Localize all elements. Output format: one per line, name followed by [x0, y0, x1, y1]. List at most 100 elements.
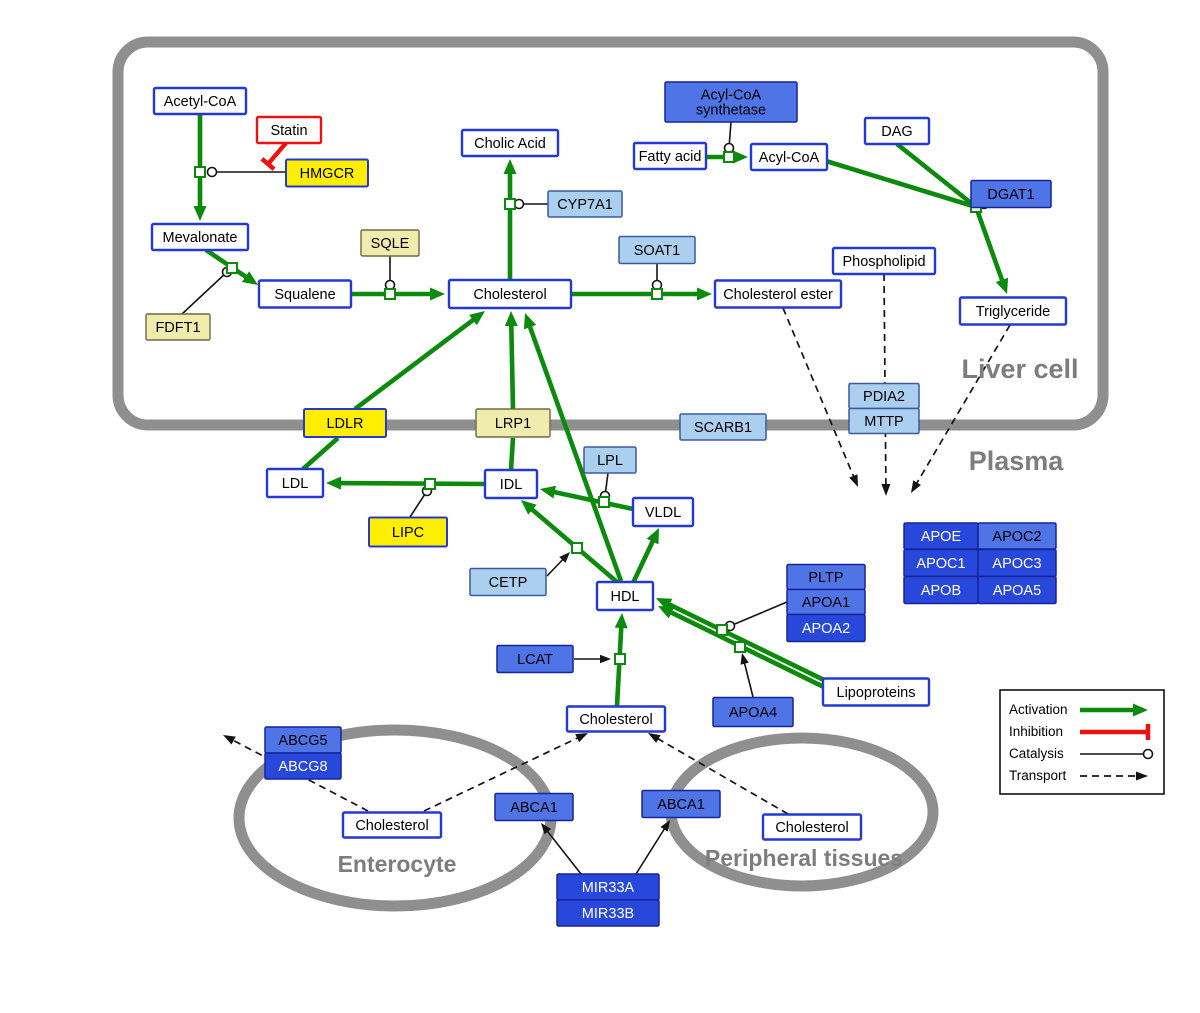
node-apoa4[interactable]: APOA4 [712, 696, 794, 728]
node-pltp[interactable]: PLTP [786, 563, 866, 591]
node-box[interactable] [360, 229, 420, 257]
node-box[interactable] [341, 811, 443, 839]
node-box[interactable] [483, 468, 539, 500]
node-sqle[interactable]: SQLE [360, 229, 420, 257]
node-box[interactable] [641, 789, 721, 819]
node-cyp7a1[interactable]: CYP7A1 [547, 190, 623, 218]
node-hdl[interactable]: HDL [595, 580, 655, 612]
node-cetp[interactable]: CETP [469, 567, 547, 597]
node-box[interactable] [958, 296, 1068, 326]
node-pdia2[interactable]: PDIA2 [848, 382, 920, 410]
node-cholesterol-peripheral[interactable]: Cholesterol [761, 813, 863, 841]
node-box[interactable] [977, 575, 1057, 605]
node-box[interactable] [821, 677, 931, 707]
node-squalene[interactable]: Squalene [257, 279, 353, 309]
node-triglyceride[interactable]: Triglyceride [958, 296, 1068, 326]
node-box[interactable] [264, 752, 342, 780]
node-label: ABCA1 [657, 797, 705, 813]
node-box[interactable] [595, 580, 655, 612]
node-soat1[interactable]: SOAT1 [618, 235, 696, 265]
node-box[interactable] [303, 408, 387, 438]
node-box[interactable] [618, 235, 696, 265]
node-mevalonate[interactable]: Mevalonate [150, 222, 250, 252]
node-box[interactable] [970, 179, 1052, 209]
node-box[interactable] [556, 899, 660, 927]
node-cholic-acid[interactable]: Cholic Acid [460, 128, 560, 158]
node-box[interactable] [749, 142, 829, 172]
node-box[interactable] [712, 696, 794, 728]
node-box[interactable] [547, 190, 623, 218]
node-scarb1[interactable]: SCARB1 [679, 413, 767, 441]
node-box[interactable] [631, 496, 695, 528]
node-box[interactable] [496, 644, 574, 674]
node-cholesterol-ester[interactable]: Cholesterol ester [713, 279, 843, 309]
node-box[interactable] [255, 115, 323, 145]
reaction-node [571, 542, 583, 554]
node-lipc[interactable]: LIPC [368, 516, 448, 548]
node-apoc3[interactable]: APOC3 [977, 548, 1057, 578]
node-box[interactable] [761, 813, 863, 841]
node-fdft1[interactable]: FDFT1 [145, 313, 211, 341]
node-mir33b[interactable]: MIR33B [556, 899, 660, 927]
node-box[interactable] [145, 313, 211, 341]
node-box[interactable] [460, 128, 560, 158]
node-box[interactable] [265, 467, 325, 499]
node-abca1-enterocyte[interactable]: ABCA1 [494, 792, 574, 822]
node-lipoproteins[interactable]: Lipoproteins [821, 677, 931, 707]
node-dag[interactable]: DAG [863, 116, 931, 146]
node-box[interactable] [368, 516, 448, 548]
node-box[interactable] [786, 613, 866, 643]
arrowhead [697, 287, 712, 301]
node-cholesterol-liver[interactable]: Cholesterol [447, 278, 573, 310]
node-statin[interactable]: Statin [255, 115, 323, 145]
node-box[interactable] [152, 86, 248, 116]
node-hmgcr[interactable]: HMGCR [285, 158, 369, 188]
node-box[interactable] [664, 81, 798, 123]
node-box[interactable] [831, 246, 937, 276]
node-apoc1[interactable]: APOC1 [903, 548, 979, 578]
node-apoa5[interactable]: APOA5 [977, 575, 1057, 605]
compartment-label-enterocyte: Enterocyte [338, 851, 457, 877]
node-lpl[interactable]: LPL [583, 446, 637, 474]
node-ldl[interactable]: LDL [265, 467, 325, 499]
node-box[interactable] [863, 116, 931, 146]
node-apoa2[interactable]: APOA2 [786, 613, 866, 643]
node-abcg8[interactable]: ABCG8 [264, 752, 342, 780]
node-apoa1[interactable]: APOA1 [786, 588, 866, 616]
node-box[interactable] [285, 158, 369, 188]
node-lcat[interactable]: LCAT [496, 644, 574, 674]
node-box[interactable] [679, 413, 767, 441]
node-acyl-coa[interactable]: Acyl-CoA [749, 142, 829, 172]
node-abcg5[interactable]: ABCG5 [264, 726, 342, 754]
node-apoc2[interactable]: APOC2 [977, 522, 1057, 550]
node-idl[interactable]: IDL [483, 468, 539, 500]
node-lrp1[interactable]: LRP1 [475, 408, 551, 438]
node-label: MTTP [864, 414, 903, 430]
node-mttp[interactable]: MTTP [848, 407, 920, 435]
node-box[interactable] [565, 705, 667, 733]
node-fatty-acid[interactable]: Fatty acid [632, 141, 708, 171]
node-vldl[interactable]: VLDL [631, 496, 695, 528]
node-box[interactable] [713, 279, 843, 309]
node-box[interactable] [257, 279, 353, 309]
node-mir33a[interactable]: MIR33A [556, 873, 660, 901]
node-cholesterol-enterocyte[interactable]: Cholesterol [341, 811, 443, 839]
node-label: LRP1 [495, 416, 531, 432]
node-dgat1[interactable]: DGAT1 [970, 179, 1052, 209]
node-apoe[interactable]: APOE [903, 522, 979, 550]
node-box[interactable] [583, 446, 637, 474]
node-box[interactable] [494, 792, 574, 822]
node-box[interactable] [150, 222, 250, 252]
node-phospholipid[interactable]: Phospholipid [831, 246, 937, 276]
node-cholesterol-plasma[interactable]: Cholesterol [565, 705, 667, 733]
node-box[interactable] [447, 278, 573, 310]
node-apob[interactable]: APOB [903, 575, 979, 605]
node-abca1-peripheral[interactable]: ABCA1 [641, 789, 721, 819]
node-box[interactable] [632, 141, 708, 171]
node-acetyl-coa[interactable]: Acetyl-CoA [152, 86, 248, 116]
node-box[interactable] [469, 567, 547, 597]
node-box[interactable] [848, 407, 920, 435]
node-ldlr[interactable]: LDLR [303, 408, 387, 438]
node-box[interactable] [475, 408, 551, 438]
